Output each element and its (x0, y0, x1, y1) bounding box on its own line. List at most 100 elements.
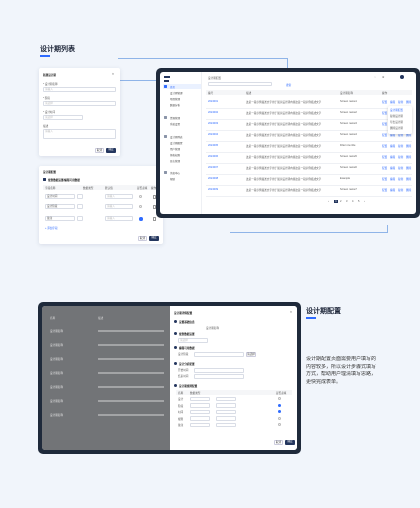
page-number[interactable]: 2 (340, 200, 342, 203)
sidebar-item[interactable]: 资源管理 (170, 117, 181, 120)
select-button[interactable]: 请选择 (246, 352, 256, 357)
action-edit[interactable]: 编辑 (390, 134, 396, 137)
row-id[interactable]: 2024004 (208, 133, 219, 136)
page-number[interactable]: 5 (358, 200, 360, 203)
action-config[interactable]: 配置 (382, 145, 388, 148)
action-delete[interactable]: 删除 (406, 178, 412, 181)
delete-icon[interactable] (153, 216, 156, 221)
next-page-icon[interactable]: › (364, 200, 365, 203)
required-checkbox[interactable] (278, 423, 281, 426)
action-copy[interactable]: 复制 (398, 178, 404, 181)
sidebar-item[interactable]: 消息中心 (170, 172, 181, 175)
action-delete[interactable]: 删除 (406, 189, 412, 192)
row-id[interactable]: 2024002 (208, 111, 219, 114)
ok-button[interactable]: 确定 (285, 440, 295, 445)
type-select[interactable] (77, 204, 83, 209)
action-edit[interactable]: 编辑 (390, 156, 396, 159)
ok-button[interactable]: 确定 (149, 236, 159, 241)
stage-input[interactable] (194, 352, 244, 357)
stage-select[interactable]: 请选择 (43, 101, 116, 106)
action-delete[interactable]: 删除 (406, 145, 412, 148)
value-input[interactable] (216, 409, 236, 414)
search-input[interactable] (208, 82, 272, 86)
action-delete[interactable]: 删除 (406, 101, 412, 104)
sidebar-item[interactable]: 设计期列表 (170, 136, 183, 139)
action-edit[interactable]: 编辑 (390, 167, 396, 170)
action-config[interactable]: 配置 (382, 178, 388, 181)
sidebar-item[interactable]: 用户管理 (170, 148, 181, 151)
default-input[interactable]: 请输入 (105, 216, 133, 221)
action-edit[interactable]: 编辑 (390, 101, 396, 104)
row-id[interactable]: 2024003 (208, 122, 219, 125)
action-copy[interactable]: 复制 (398, 145, 404, 148)
type-select[interactable] (77, 216, 83, 221)
sidebar-item[interactable]: 帮助 (170, 178, 176, 181)
row-id[interactable]: 2024006 (208, 155, 219, 158)
page-number[interactable]: 1 (334, 200, 338, 203)
type-select[interactable] (190, 403, 210, 408)
type-select[interactable] (190, 416, 210, 421)
close-icon[interactable]: × (112, 72, 115, 76)
page-number[interactable]: 3 (346, 200, 348, 203)
action-copy[interactable]: 复制 (398, 189, 404, 192)
action-copy[interactable]: 复制 (398, 167, 404, 170)
delete-icon[interactable] (153, 204, 156, 209)
action-config[interactable]: 配置 (382, 134, 388, 137)
action-config[interactable]: 配置 (382, 167, 388, 170)
sidebar-item[interactable]: 项目管理 (170, 98, 181, 101)
type-select[interactable] (77, 194, 83, 199)
required-checkbox-checked[interactable] (139, 217, 143, 221)
add-field-link[interactable]: + 添加字段 (45, 227, 58, 230)
type-select[interactable] (190, 422, 210, 427)
required-checkbox[interactable] (278, 397, 281, 400)
value-input[interactable] (216, 396, 236, 401)
required-checkbox[interactable] (278, 416, 281, 420)
sidebar-item[interactable]: 设计期配置 (170, 142, 183, 145)
close-icon[interactable]: × (290, 310, 293, 314)
dropdown-item[interactable]: 设计期配置 (390, 109, 403, 112)
stage-select[interactable]: 请选择 (178, 338, 208, 343)
name-input[interactable]: 请输入 (43, 87, 116, 92)
cancel-button[interactable]: 取消 (274, 440, 283, 445)
required-checkbox[interactable] (278, 403, 281, 407)
action-config[interactable]: 配置 (382, 123, 388, 126)
default-input[interactable]: 请输入 (105, 194, 133, 199)
type-select[interactable] (190, 409, 210, 414)
dropdown-item[interactable]: 导出设计期 (390, 121, 403, 124)
action-edit[interactable]: 编辑 (390, 145, 396, 148)
action-delete[interactable]: 删除 (406, 156, 412, 159)
search-button[interactable]: 搜索 (286, 83, 292, 87)
start-time-input[interactable] (194, 368, 244, 373)
action-config[interactable]: 配置 (382, 189, 388, 192)
row-id[interactable]: 2024009 (208, 188, 219, 191)
sidebar-item[interactable]: 角色权限 (170, 154, 181, 157)
action-config[interactable]: 配置 (382, 112, 388, 115)
field-name-input[interactable]: 设计时间 (45, 194, 75, 199)
avatar[interactable] (400, 75, 404, 79)
required-checkbox[interactable] (139, 205, 142, 208)
type-select[interactable] (190, 396, 210, 401)
required-checkbox[interactable] (139, 195, 142, 198)
required-checkbox[interactable] (278, 410, 281, 413)
action-config[interactable]: 配置 (382, 101, 388, 104)
cancel-button[interactable]: 取消 (95, 148, 104, 153)
gear-icon[interactable]: ⚙ (382, 76, 385, 79)
sidebar-item-home[interactable]: 首页 (170, 85, 176, 89)
action-copy[interactable]: 复制 (398, 156, 404, 159)
field-name-input[interactable]: 设计阶段 (45, 204, 75, 209)
field-name-input[interactable]: 备注 (45, 216, 75, 221)
action-copy[interactable]: 复制 (398, 101, 404, 104)
prev-page-icon[interactable]: ‹ (328, 200, 329, 203)
row-id[interactable]: 2024007 (208, 166, 219, 169)
time-select[interactable]: 请选择 (43, 115, 83, 120)
value-input[interactable] (216, 422, 236, 427)
row-id[interactable]: 2024001 (208, 100, 219, 103)
delete-icon[interactable] (153, 194, 156, 199)
cancel-button[interactable]: 取消 (138, 236, 147, 241)
sidebar-item[interactable]: 日志管理 (170, 160, 181, 163)
value-input[interactable] (216, 403, 236, 408)
dropdown-item[interactable]: 删除设计期 (390, 127, 403, 130)
row-id[interactable]: 2024005 (208, 144, 219, 147)
page-number[interactable]: 4 (352, 200, 354, 203)
row-id[interactable]: 2024008 (208, 177, 219, 180)
